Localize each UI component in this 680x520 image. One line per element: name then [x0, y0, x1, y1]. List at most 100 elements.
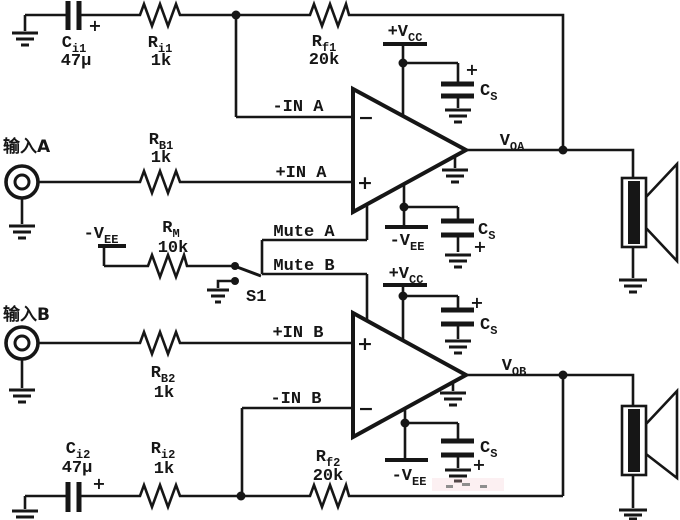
- resistor-rf2: [305, 480, 352, 511]
- wire-output-b: [466, 373, 635, 508]
- speaker-b-magnet: [628, 409, 640, 472]
- labels: 输入A 输入B Ci1 47μ + Ri1 1k Rf1 20k RB1 1k …: [3, 16, 526, 493]
- wire-output-a: [466, 148, 635, 278]
- noninv-b-pin-label: +IN B: [272, 324, 323, 343]
- cs-a-bottom-plus: +: [473, 237, 486, 256]
- vob-label: VOB: [502, 357, 527, 379]
- speaker-a: [620, 160, 679, 265]
- resistor-ri2: [135, 481, 184, 511]
- ground-bars: [619, 278, 647, 294]
- rf1-zigzag: [305, 0, 352, 30]
- ground-stem: [216, 279, 235, 288]
- cs-b-bottom-plus: +: [472, 455, 485, 474]
- vee-b-label: -VEE: [392, 467, 427, 489]
- voa-label: VOA: [500, 132, 525, 154]
- ground-bars: [442, 168, 468, 184]
- ground-bottom-left: [12, 496, 38, 519]
- capacitor-ci1: [65, 1, 82, 30]
- switch-contact-ground: [231, 277, 239, 285]
- speaker-b: [620, 387, 679, 481]
- compression-artifact: [432, 478, 504, 491]
- ground-bars: [207, 288, 229, 304]
- ci1-label: Ci1: [62, 34, 87, 56]
- cs-plates: [441, 81, 474, 99]
- ci1-plates: [65, 1, 82, 30]
- node-vee-b: [400, 418, 410, 428]
- ground-jack-a: [9, 198, 35, 240]
- jack-a-center-pin: [13, 173, 31, 191]
- mute-switch-s1: [231, 262, 262, 285]
- ground-bars: [619, 508, 647, 520]
- resistor-rb1: [135, 167, 184, 197]
- inv-a-pin-label: -IN A: [272, 98, 324, 117]
- wire-rm-branch: [102, 246, 235, 268]
- node-vee-a: [399, 202, 409, 212]
- ri1-label: Ri1: [148, 34, 173, 56]
- rf2-value: 20k: [313, 467, 344, 486]
- ground-bars: [445, 108, 471, 124]
- resistor-ri1: [135, 0, 184, 30]
- supply-vcc-a: [383, 42, 460, 116]
- ri1-value: 1k: [151, 52, 171, 71]
- jack-b-center-pin: [13, 334, 31, 352]
- rb1-zigzag: [135, 167, 184, 197]
- ci2-value: 47μ: [62, 459, 93, 478]
- ground-cs-b-bottom: [445, 455, 471, 483]
- noninv-a-pin-label: +IN A: [275, 164, 327, 183]
- ground-bars: [440, 391, 466, 407]
- vee-b-stem: [403, 408, 460, 460]
- ci2-label: Ci2: [66, 440, 91, 462]
- ri2-value: 1k: [154, 460, 174, 479]
- ground-bars: [445, 468, 471, 483]
- ground-speaker-b: [619, 508, 647, 520]
- vcc-a-stem: [401, 44, 460, 116]
- node-inv-a-feedback: [231, 10, 241, 20]
- supply-vee-b: [385, 408, 460, 462]
- ground-cs-b-top: [445, 324, 471, 355]
- ci2-plates: [65, 482, 82, 512]
- ground-top-left: [12, 15, 38, 47]
- ground-bars: [9, 224, 35, 240]
- inv-b-pin-label: -IN B: [270, 390, 321, 409]
- opamp-b-inverting-mark: −: [358, 398, 374, 420]
- rm-value: 10k: [158, 239, 189, 258]
- speaker-b-cone: [644, 387, 679, 481]
- mute-a-pin-label: Mute A: [273, 223, 335, 242]
- switch-contact-rm: [231, 262, 239, 270]
- cs-b-top-plus: +: [470, 293, 483, 312]
- ground-opamp-a-pin: [442, 157, 468, 184]
- opamp-b-noninverting-mark: +: [357, 333, 373, 355]
- capacitor-cs-a-bottom: [441, 218, 474, 238]
- speaker-a-cone: [644, 160, 679, 265]
- input-a-label: 输入A: [3, 136, 51, 157]
- rf1-value: 20k: [309, 51, 340, 70]
- cs-plates: [441, 438, 474, 458]
- ri2-zigzag: [135, 481, 184, 511]
- s1-label: S1: [246, 288, 266, 307]
- resistor-rb2: [135, 328, 184, 358]
- artifact-mark: [446, 485, 453, 488]
- ground-speaker-a: [619, 278, 647, 294]
- resistor-rf1: [305, 0, 352, 30]
- cs-plates: [441, 307, 474, 327]
- rb2-label: RB2: [151, 364, 176, 386]
- cs-b-top-label: CS: [480, 316, 497, 338]
- opamp-a-triangle: [351, 85, 471, 216]
- cs-plates: [441, 218, 474, 238]
- opamp-a: − +: [351, 85, 471, 216]
- mute-b-pin-label: Mute B: [273, 257, 334, 276]
- rb2-zigzag: [135, 328, 184, 358]
- node-inv-b-feedback: [236, 491, 246, 501]
- ground-bars: [12, 509, 38, 519]
- rb2-value: 1k: [154, 384, 174, 403]
- capacitor-ci2: [65, 482, 82, 512]
- opamp-a-inverting-mark: −: [358, 107, 374, 129]
- junction-dots: [231, 10, 568, 501]
- ri1-zigzag: [135, 0, 184, 30]
- ci1-value: 47μ: [61, 52, 92, 71]
- wire-inv-b: [240, 406, 353, 496]
- cs-a-bottom-label: CS: [478, 221, 495, 243]
- switch-arm: [236, 265, 262, 278]
